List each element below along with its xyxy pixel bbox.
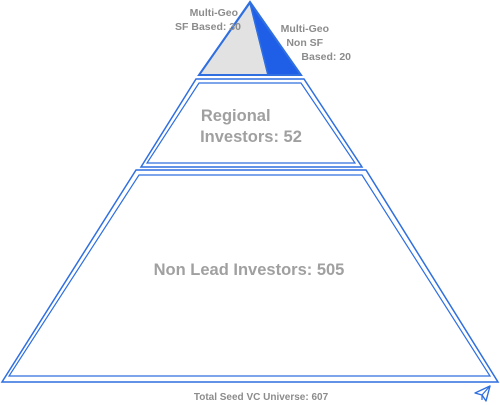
bottom-tier-inner [7, 174, 492, 377]
bottom-tier-label: Non Lead Investors: 505 [154, 261, 345, 279]
top-right-label-line2: Non SF [286, 37, 323, 49]
bottom-tier [0, 169, 500, 383]
middle-tier-outer [139, 78, 364, 168]
top-right-label-line3: Based: 20 [301, 51, 351, 63]
top-left-label-line2: SF Based: 30 [175, 21, 241, 33]
top-tier-outline [197, 0, 303, 76]
top-left-label: Multi-Geo SF Based: 30 [175, 7, 241, 33]
middle-tier-inner [145, 82, 357, 164]
top-left-label-line1: Multi-Geo [190, 7, 238, 19]
paper-plane-logo-icon [474, 385, 491, 402]
top-right-label-line1: Multi-Geo [281, 23, 329, 35]
top-tier [197, 0, 303, 76]
middle-tier-label-line1: Regional [201, 107, 271, 125]
middle-tier [139, 78, 364, 168]
total-label: Total Seed VC Universe: 607 [194, 392, 329, 403]
middle-tier-label-line2: Investors: 52 [200, 128, 302, 146]
bottom-tier-outer [0, 169, 500, 383]
top-right-label: Multi-Geo Non SF Based: 20 [281, 23, 352, 63]
middle-tier-label: Regional Investors: 52 [200, 107, 302, 146]
